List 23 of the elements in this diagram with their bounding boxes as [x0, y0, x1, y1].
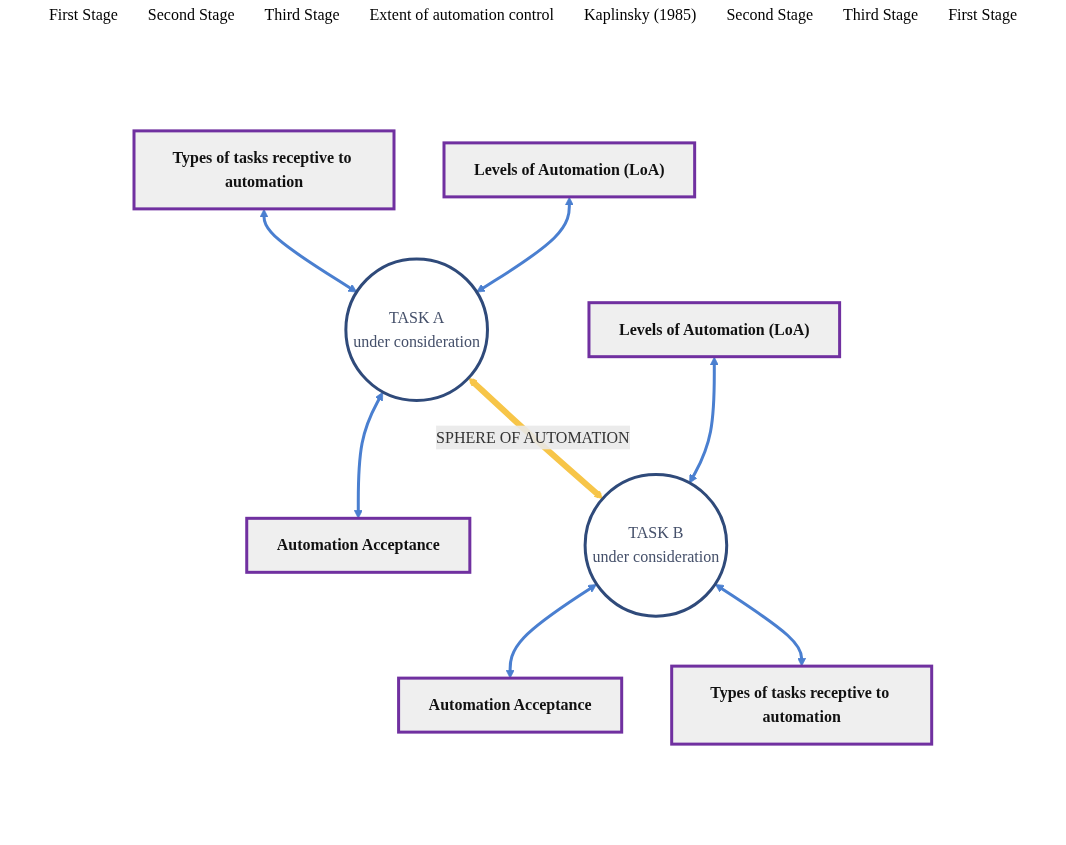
- node-circle: TASK A under consideration: [344, 257, 490, 402]
- note-text: Second Stage: [147, 6, 235, 24]
- node-box: Levels of Automation (LoA): [442, 141, 697, 199]
- arrow: [259, 208, 358, 293]
- node-box: Automation Acceptance: [397, 676, 624, 734]
- node-circle: TASK B under consideration: [583, 473, 729, 618]
- node-box: Automation Acceptance: [245, 516, 472, 574]
- node-box: Types of tasks receptive to automation: [132, 129, 396, 211]
- node-box: Types of tasks receptive to automation: [670, 664, 934, 746]
- arrow: [689, 356, 719, 484]
- arrow: [715, 584, 807, 667]
- note-text: Second Stage: [726, 6, 814, 24]
- node-box: Levels of Automation (LoA): [587, 301, 842, 359]
- note-text: Third Stage: [843, 6, 919, 24]
- arrow: [354, 391, 384, 519]
- note-text: Kaplinsky (1985): [584, 6, 697, 24]
- note-text: Third Stage: [264, 6, 340, 24]
- arrow: [476, 196, 574, 293]
- note-text: Extent of automation control: [369, 6, 554, 24]
- note-text: First Stage: [48, 6, 118, 24]
- note-text: First Stage: [948, 6, 1018, 24]
- arrow: [505, 584, 597, 679]
- edge-label: SPHERE OF AUTOMATION: [436, 428, 630, 446]
